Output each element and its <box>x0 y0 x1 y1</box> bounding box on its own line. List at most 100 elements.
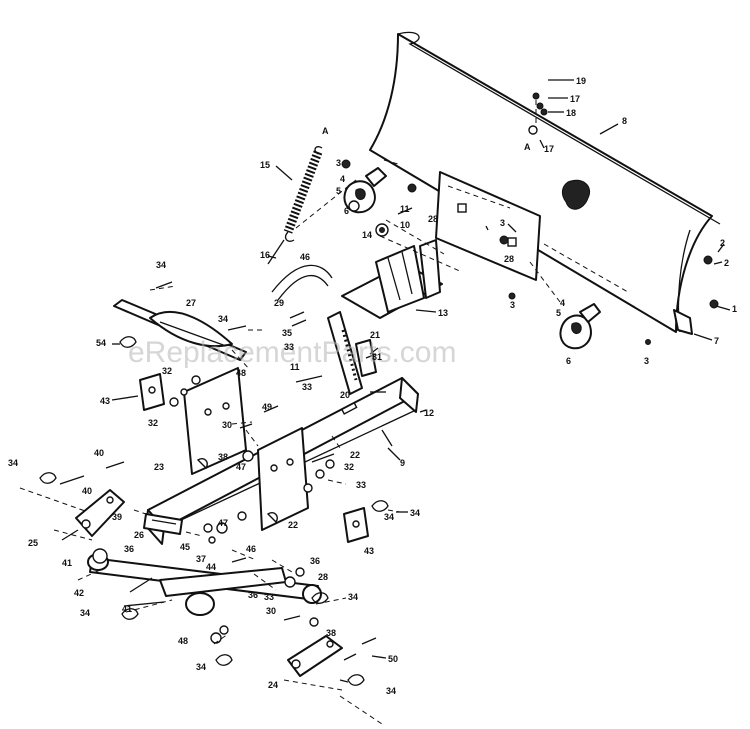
callout-46: 46 <box>246 544 256 554</box>
callout-9: 9 <box>400 458 405 468</box>
callout-33: 33 <box>356 480 366 490</box>
callout-28: 28 <box>318 572 328 582</box>
callout-15: 15 <box>260 160 270 170</box>
callout-13: 13 <box>438 308 448 318</box>
callout-36: 36 <box>124 544 134 554</box>
callout-a-spring: A <box>322 126 329 136</box>
callout-25: 25 <box>28 538 38 548</box>
callout-34: 34 <box>156 260 166 270</box>
callout-41: 41 <box>62 558 72 568</box>
callout-54: 54 <box>96 338 106 348</box>
callout-37: 37 <box>196 554 206 564</box>
callout-a-blade: A <box>524 142 531 152</box>
lift-spring <box>267 146 323 265</box>
callout-21: 21 <box>370 330 380 340</box>
callout-22: 22 <box>350 450 360 460</box>
callout-43: 43 <box>364 546 374 556</box>
callout-40: 40 <box>94 448 104 458</box>
callout-36: 36 <box>310 556 320 566</box>
callout-41: 41 <box>122 604 132 614</box>
callout-34: 34 <box>410 508 420 518</box>
callout-3: 3 <box>644 356 649 366</box>
watermark: eReplacementParts.com <box>128 336 456 369</box>
mount-plate-right <box>257 427 309 531</box>
callout-47: 47 <box>236 462 246 472</box>
callout-12: 12 <box>424 408 434 418</box>
plow-blade <box>369 31 721 335</box>
callout-11: 11 <box>290 362 300 372</box>
callout-20: 20 <box>340 390 350 400</box>
callout-38: 38 <box>326 628 336 638</box>
callout-40: 40 <box>82 486 92 496</box>
callout-10: 10 <box>400 220 410 230</box>
callout-19: 19 <box>576 76 586 86</box>
callout-23: 23 <box>154 462 164 472</box>
callout-42: 42 <box>74 588 84 598</box>
assembly-lines <box>19 100 629 725</box>
callout-24: 24 <box>268 680 278 690</box>
callout-5: 5 <box>336 186 341 196</box>
callout-33: 33 <box>264 592 274 602</box>
leader-lines <box>61 79 731 683</box>
blade-back-plate <box>435 171 541 281</box>
callout-50: 50 <box>388 654 398 664</box>
callout-49: 49 <box>262 402 272 412</box>
callout-45: 45 <box>180 542 190 552</box>
callout-44: 44 <box>206 562 216 572</box>
callout-36: 36 <box>248 590 258 600</box>
callout-34: 34 <box>384 512 394 522</box>
callout-48: 48 <box>236 368 246 378</box>
callout-3: 3 <box>510 300 515 310</box>
callout-11: 11 <box>400 204 410 214</box>
callout-6: 6 <box>566 356 571 366</box>
callout-30: 30 <box>222 420 232 430</box>
front-clevis <box>143 513 183 535</box>
callout-1: 1 <box>732 304 737 314</box>
callout-6: 6 <box>344 206 349 216</box>
callout-38: 38 <box>218 452 228 462</box>
callout-34: 34 <box>196 662 206 672</box>
mount-plate-left <box>183 367 247 475</box>
plate-slot <box>507 237 517 247</box>
frame-slot <box>340 402 358 415</box>
callout-29: 29 <box>274 298 284 308</box>
callout-26: 26 <box>134 530 144 540</box>
plate-slot <box>457 203 467 213</box>
hardware <box>39 92 719 686</box>
lift-arm <box>113 299 247 361</box>
callout-17: 17 <box>544 144 554 154</box>
callout-2: 2 <box>724 258 729 268</box>
callout-34: 34 <box>218 314 228 324</box>
callout-30: 30 <box>266 606 276 616</box>
angle-handle <box>271 264 333 301</box>
callout-7: 7 <box>714 336 719 346</box>
callout-34: 34 <box>386 686 396 696</box>
callout-27: 27 <box>186 298 196 308</box>
skid-shoe-lower <box>559 303 601 350</box>
callout-39: 39 <box>112 512 122 522</box>
callout-32: 32 <box>148 418 158 428</box>
callout-5: 5 <box>556 308 561 318</box>
callout-48: 48 <box>178 636 188 646</box>
callout-33: 33 <box>284 342 294 352</box>
callout-34: 34 <box>80 608 90 618</box>
callout-16: 16 <box>260 250 270 260</box>
callout-labels: 19 17 18 8 A 17 A 15 3 5 4 6 11 10 16 14… <box>8 76 737 696</box>
callout-4: 4 <box>340 174 345 184</box>
callout-28: 28 <box>428 214 438 224</box>
callout-28: 28 <box>504 254 514 264</box>
callout-2: 2 <box>720 238 725 248</box>
callout-33: 33 <box>302 382 312 392</box>
callout-3: 3 <box>336 158 341 168</box>
clevis-plate-upper <box>139 373 165 411</box>
rear-bracket <box>287 635 343 677</box>
callout-3: 3 <box>500 218 505 228</box>
callout-32: 32 <box>344 462 354 472</box>
callout-8: 8 <box>622 116 627 126</box>
callout-14: 14 <box>362 230 372 240</box>
callout-43: 43 <box>100 396 110 406</box>
callout-34: 34 <box>8 458 18 468</box>
callout-35: 35 <box>282 328 292 338</box>
